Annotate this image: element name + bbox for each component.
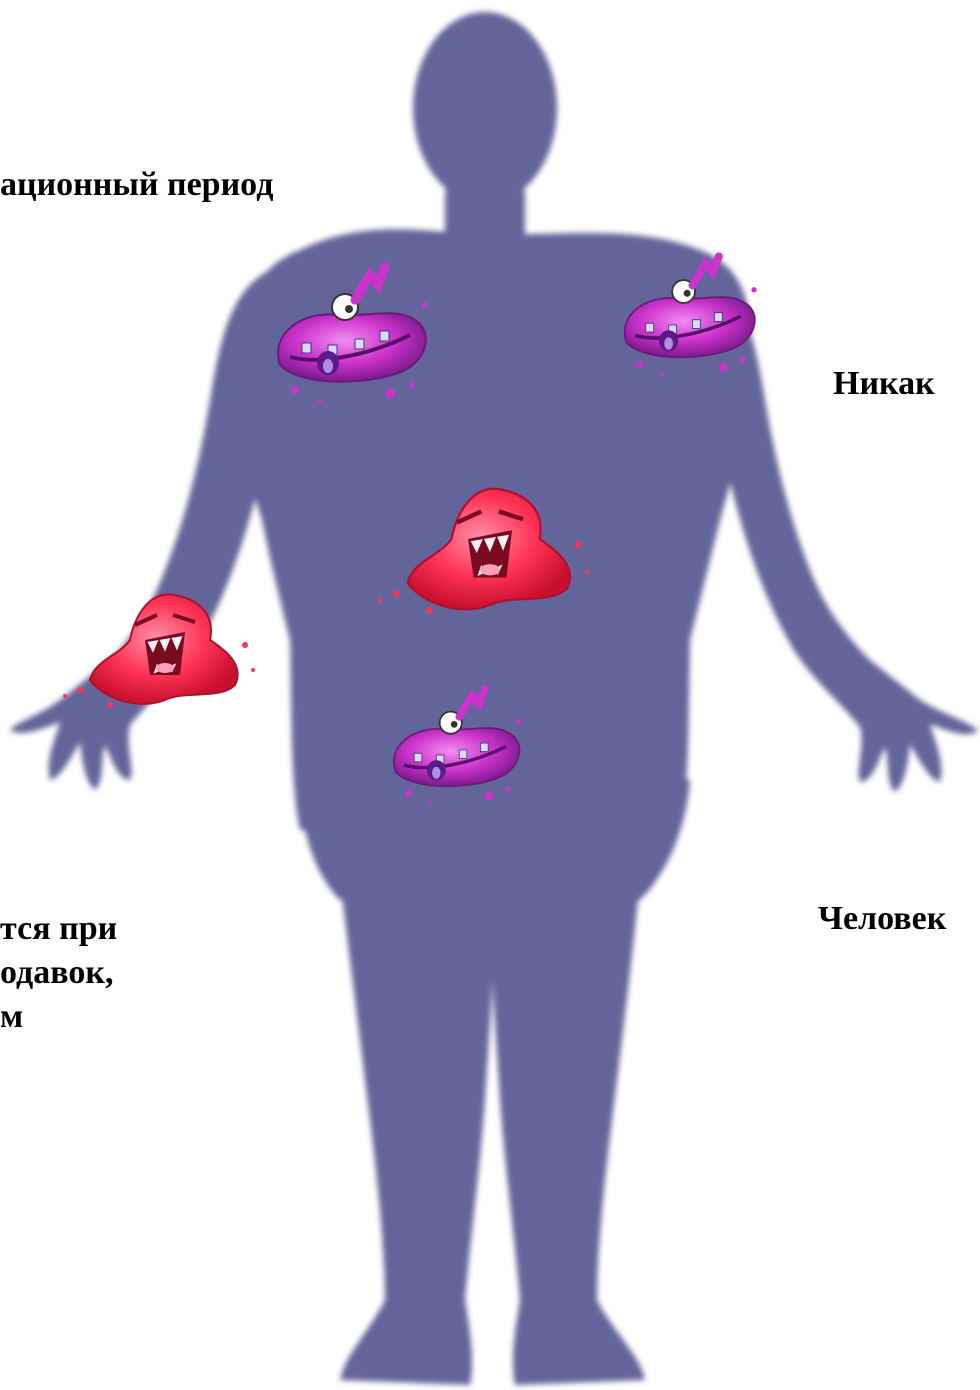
caption-right-lower: Человек [818,897,946,941]
caption-top-left: ационный период [0,163,273,207]
caption-line: м [0,995,117,1039]
caption-line: одавок, [0,951,117,995]
caption-bottom-left: тся при одавок, м [0,907,117,1039]
caption-right-upper: Никак [833,362,935,406]
caption-line: тся при [0,907,117,951]
